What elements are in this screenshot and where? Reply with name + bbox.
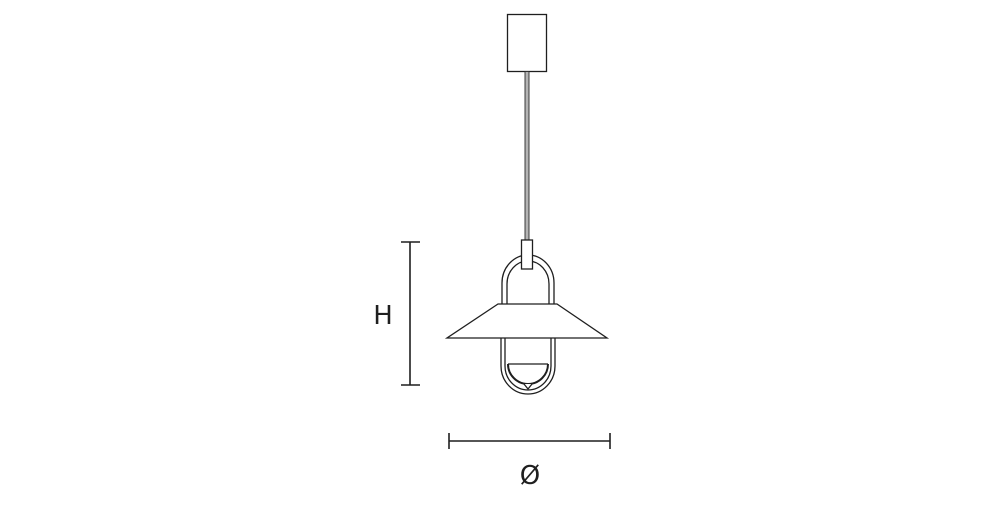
height-dimension [401, 241, 420, 386]
canopy [506, 13, 548, 73]
connector [520, 239, 534, 270]
diameter-label: Ø [519, 461, 541, 491]
bulb-cap [523, 383, 533, 391]
diameter-dimension [448, 433, 611, 449]
conical-shade [444, 303, 610, 339]
height-label: H [373, 301, 393, 331]
glass-diffuser [500, 338, 556, 395]
cord [524, 71, 530, 241]
